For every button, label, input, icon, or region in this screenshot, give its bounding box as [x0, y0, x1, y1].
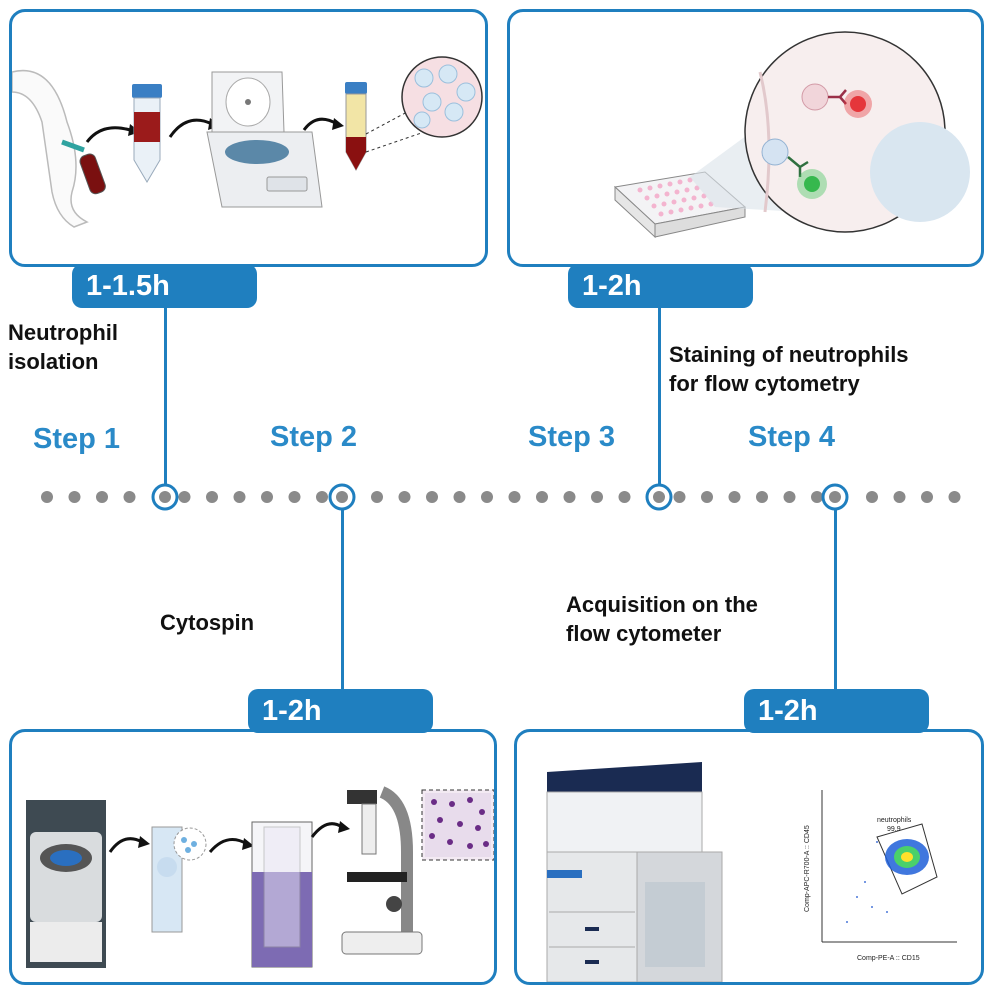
timeline-dot — [453, 491, 466, 503]
microscope-icon — [341, 786, 423, 955]
timeline-dot — [921, 491, 933, 503]
step4-connector — [834, 508, 837, 690]
step3-panel — [507, 9, 984, 267]
step1-marker — [151, 483, 179, 511]
step1-connector — [164, 306, 167, 486]
flow-plot-gate-label: neutrophils — [877, 817, 912, 824]
timeline-dot — [96, 491, 108, 503]
step3-connector — [658, 306, 661, 486]
step2-marker — [328, 483, 356, 511]
timeline-dot — [728, 491, 741, 503]
timeline-dot — [508, 491, 521, 503]
timeline-dot — [316, 491, 328, 503]
timeline-dot — [481, 491, 493, 503]
timeline-dot — [893, 491, 906, 503]
step3-description: Staining of neutrophils for flow cytomet… — [669, 342, 909, 396]
separated-tube-icon — [345, 82, 431, 172]
timeline-dot — [371, 491, 383, 503]
step2-description: Cytospin — [160, 610, 255, 635]
slide-icon — [151, 826, 254, 933]
staining-jar-icon — [251, 821, 350, 968]
timeline-dot — [288, 491, 301, 503]
blood-tube-icon — [132, 84, 220, 183]
timeline-dot — [756, 491, 768, 503]
timeline-dot — [426, 491, 438, 503]
step1-panel — [9, 9, 488, 267]
timeline-dot — [591, 491, 603, 503]
timeline-dot — [783, 491, 796, 503]
timeline-dot — [68, 491, 81, 503]
timeline-dot — [41, 491, 53, 503]
timeline-dot — [398, 491, 411, 503]
timeline-dot — [178, 491, 191, 503]
step2-panel — [9, 729, 497, 985]
step4-panel: neutrophils 99.9 Comp-PE-A :: CD15 Comp-… — [514, 729, 984, 985]
step2-connector — [341, 508, 344, 690]
antibody-stained-cells-icon — [744, 31, 970, 233]
timeline-dot — [261, 491, 273, 503]
step3-label: Step 3 — [528, 421, 616, 453]
step4-marker — [821, 483, 849, 511]
step4-label: Step 4 — [748, 421, 836, 453]
step1-label: Step 1 — [33, 423, 121, 455]
timeline-dot — [866, 491, 878, 503]
timeline-dot — [811, 491, 823, 503]
step4-description: Acquisition on the flow cytometer — [566, 592, 758, 646]
neutrophil-magnified-icon — [401, 56, 483, 138]
step1-time-tab: 1-1.5h — [72, 264, 257, 308]
flow-cytometer-icon — [546, 762, 723, 982]
timeline-dot — [233, 491, 246, 503]
flow-plot-x-label: Comp-PE-A :: CD15 — [857, 955, 920, 962]
step1-description: Neutrophil isolation — [8, 320, 118, 374]
cytospin-machine-icon — [26, 800, 150, 968]
timeline-dot — [536, 491, 548, 503]
flow-plot-icon: neutrophils 99.9 Comp-PE-A :: CD15 Comp-… — [804, 790, 957, 962]
step3-time-tab: 1-2h — [568, 264, 753, 308]
step2-label: Step 2 — [270, 421, 358, 453]
arm-blood-draw-icon — [12, 69, 140, 228]
timeline-dot — [618, 491, 631, 503]
timeline-dot — [563, 491, 576, 503]
timeline-dot — [673, 491, 686, 503]
step3-marker — [645, 483, 673, 511]
step2-time-tab: 1-2h — [248, 689, 433, 733]
timeline-dot — [701, 491, 713, 503]
stained-smear-icon — [421, 789, 494, 861]
step4-time-tab: 1-2h — [744, 689, 929, 733]
timeline-dot — [123, 491, 136, 503]
timeline-dot — [206, 491, 218, 503]
flow-plot-y-label: Comp-APC-R700-A :: CD45 — [804, 825, 811, 912]
centrifuge-icon — [206, 71, 344, 208]
timeline-dot — [948, 491, 961, 503]
flow-plot-gate-value: 99.9 — [887, 826, 901, 833]
